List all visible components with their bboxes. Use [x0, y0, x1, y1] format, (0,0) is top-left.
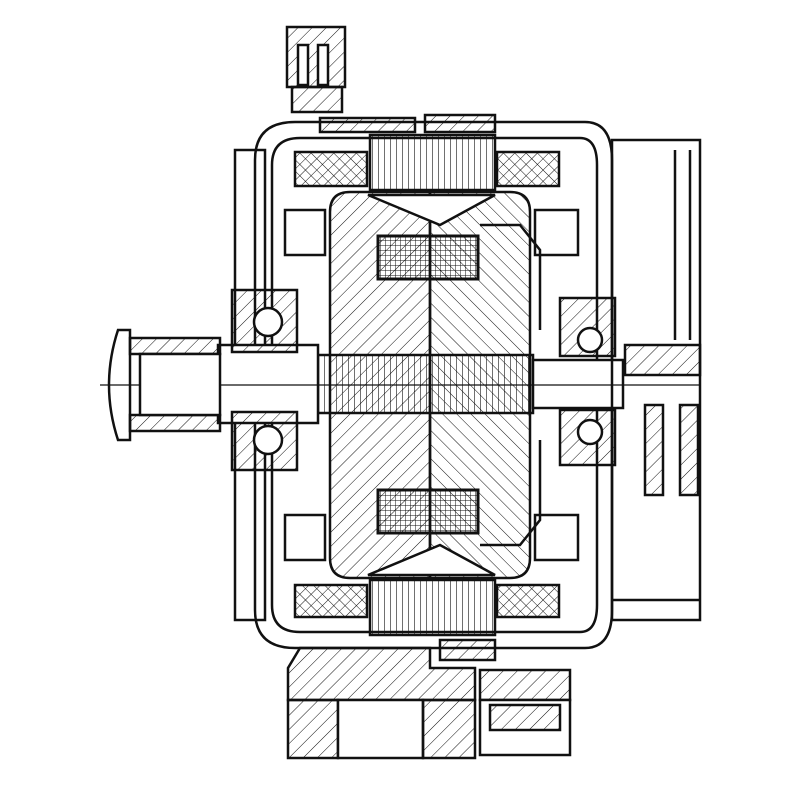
rotor-claw-poles [328, 190, 542, 580]
top-mounting-bracket [285, 25, 347, 114]
front-bearing [230, 288, 299, 472]
rear-regulator-brushes [610, 138, 702, 622]
pulley [107, 328, 222, 442]
stator [293, 133, 561, 637]
rear-bearing [558, 296, 617, 467]
fans [283, 208, 580, 562]
bottom-mounting-feet [286, 646, 572, 760]
